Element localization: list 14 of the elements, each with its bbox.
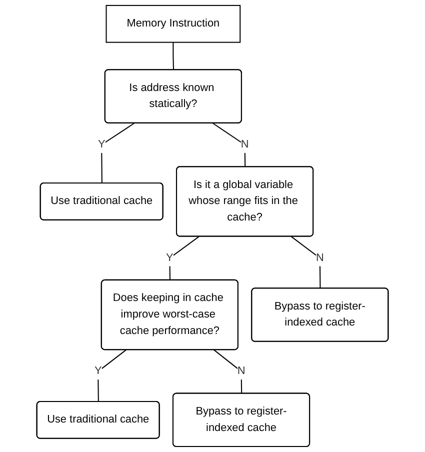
connector <box>169 236 200 280</box>
node-box: Memory Instruction <box>106 4 241 43</box>
edge-label: N <box>316 252 324 264</box>
connector <box>98 350 126 402</box>
edge-label: N <box>237 365 246 377</box>
edge-label: N <box>240 138 249 150</box>
connector <box>214 350 242 394</box>
connector <box>101 122 134 184</box>
connector <box>290 236 321 288</box>
edge-label: Y <box>98 138 106 150</box>
edge-label: Y <box>94 365 102 377</box>
connector <box>172 42 174 70</box>
connector <box>212 122 246 167</box>
edge-label: Y <box>166 252 174 264</box>
